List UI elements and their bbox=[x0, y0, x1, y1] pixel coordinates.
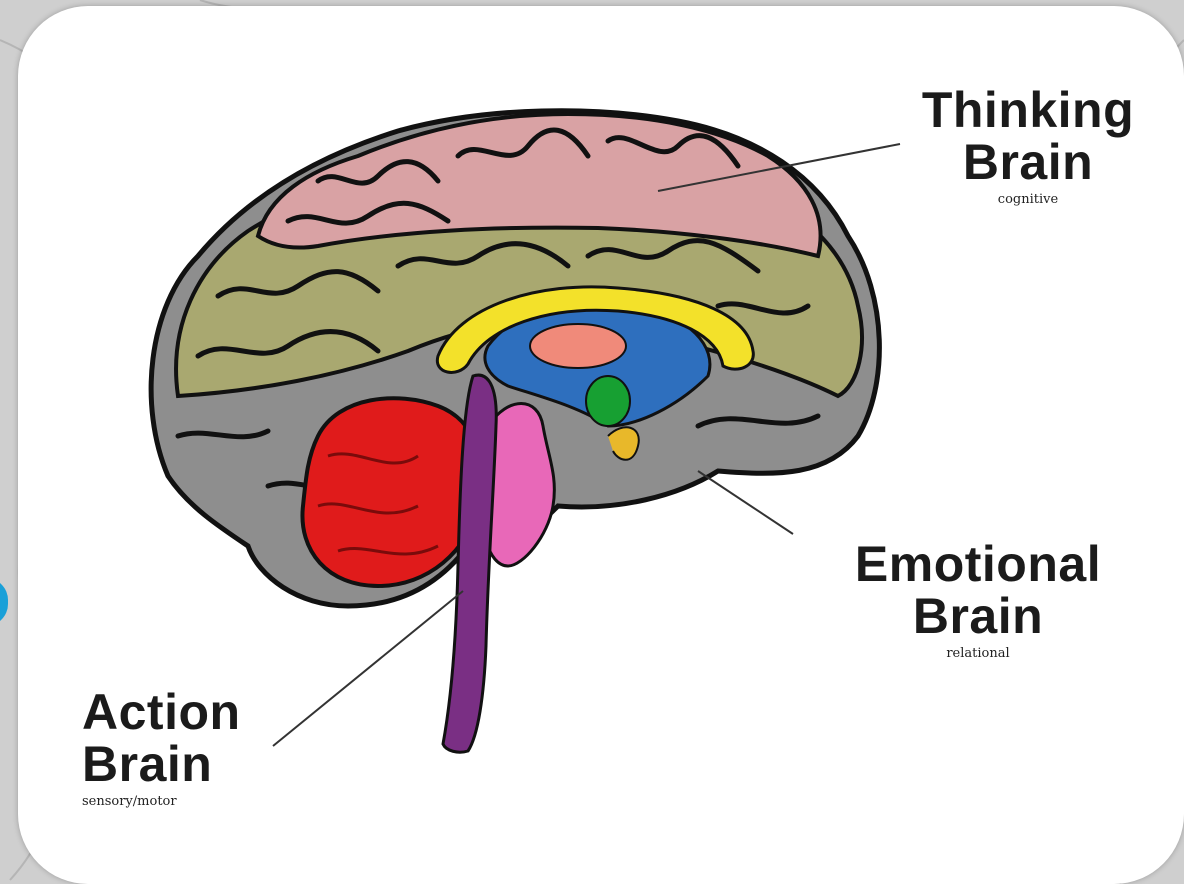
emotional-title-line1: Emotional bbox=[818, 538, 1138, 590]
thalamus bbox=[530, 324, 626, 368]
action-subtitle: sensory/motor bbox=[82, 794, 312, 809]
amygdala bbox=[586, 376, 630, 426]
thinking-brain-label: Thinking Brain cognitive bbox=[898, 84, 1158, 207]
emotional-subtitle: relational bbox=[818, 646, 1138, 661]
diagram-card: Thinking Brain cognitive Emotional Brain… bbox=[18, 6, 1184, 884]
thinking-subtitle: cognitive bbox=[898, 192, 1158, 207]
action-brain-label: Action Brain sensory/motor bbox=[82, 686, 312, 809]
thinking-title-line1: Thinking bbox=[898, 84, 1158, 136]
emotional-title-line2: Brain bbox=[818, 590, 1138, 642]
action-title-line1: Action bbox=[82, 686, 312, 738]
thinking-title-line2: Brain bbox=[898, 136, 1158, 188]
emotional-brain-label: Emotional Brain relational bbox=[818, 538, 1138, 661]
action-title-line2: Brain bbox=[82, 738, 312, 790]
emotional-pointer bbox=[698, 471, 793, 534]
